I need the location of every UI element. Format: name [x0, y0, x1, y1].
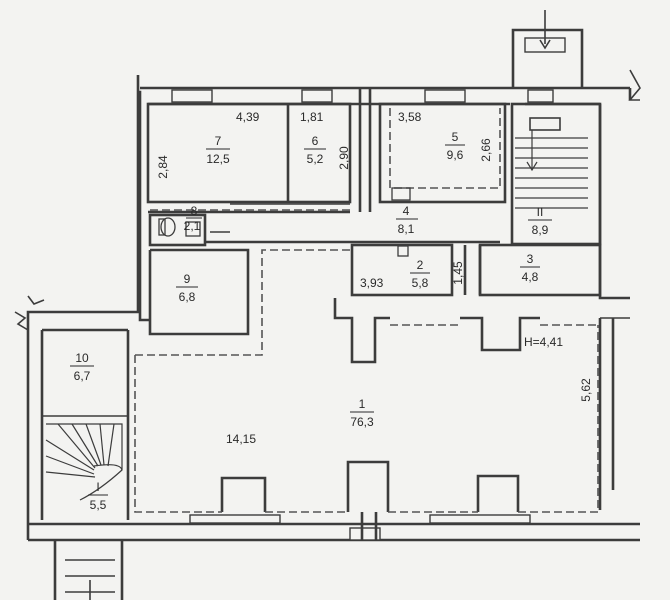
- room-1-label: 176,3: [350, 397, 374, 429]
- room-number: 1: [359, 397, 366, 411]
- room-number: 10: [75, 351, 89, 365]
- dashed-lines: [134, 108, 599, 513]
- room-4-label: 48,1: [396, 204, 418, 236]
- room-8-label: 82,1: [184, 204, 202, 233]
- room-area: 5,2: [307, 152, 324, 166]
- room-number: 3: [527, 252, 534, 266]
- room-area: 5,5: [90, 498, 107, 512]
- dimension-2-90: 2,90: [337, 146, 351, 170]
- room-number: 7: [215, 134, 222, 148]
- dimension-2-66: 2,66: [479, 138, 493, 162]
- room-area: 6,8: [179, 290, 196, 304]
- room-10-label: 106,7: [70, 351, 94, 383]
- windows: [171, 89, 554, 541]
- room-II-label: II 8,9: [528, 205, 552, 237]
- stair-II: [515, 130, 588, 209]
- stair-I: [45, 423, 123, 501]
- room-2-label: 25,8: [410, 258, 430, 290]
- room-number: 2: [417, 258, 424, 272]
- dimension-labels: 4,39 1,81 3,58 2,84 2,90 2,66 3,93 1,45 …: [156, 110, 593, 446]
- room-number: 9: [184, 272, 191, 286]
- internal-walls: [42, 88, 602, 540]
- room-6-label: 65,2: [304, 134, 326, 166]
- dimension-2-84: 2,84: [156, 155, 170, 179]
- room-labels: 712,5 65,2 59,6 82,1 48,1 II8,9 25,8 34,…: [70, 130, 552, 512]
- room-area: 8,9: [532, 223, 549, 237]
- room-5-label: 59,6: [445, 130, 465, 162]
- dimension-3-93: 3,93: [360, 276, 384, 290]
- dimension-14-15: 14,15: [226, 432, 256, 446]
- room-9-label: 96,8: [176, 272, 198, 304]
- room-7-label: 712,5: [206, 134, 230, 166]
- ceiling-height: H=4,41: [524, 335, 563, 349]
- room-area: 9,6: [447, 148, 464, 162]
- dimension-3-58: 3,58: [398, 110, 422, 124]
- dimension-4-39: 4,39: [236, 110, 260, 124]
- room-area: 76,3: [350, 415, 374, 429]
- dimension-1-45: 1,45: [451, 261, 465, 285]
- room-area: 4,8: [522, 270, 539, 284]
- room-number: 4: [403, 204, 410, 218]
- sanitary-fixtures: [158, 187, 411, 257]
- room-I-label: I 5,5: [88, 480, 108, 512]
- room-area: 6,7: [74, 369, 91, 383]
- room-area: 12,5: [206, 152, 230, 166]
- room-number: 5: [452, 130, 459, 144]
- room-number: 8: [191, 204, 198, 218]
- room-number: II: [537, 205, 544, 219]
- room-area: 2,1: [184, 219, 201, 233]
- dimension-1-81: 1,81: [300, 110, 324, 124]
- dimension-5-62: 5,62: [579, 378, 593, 402]
- room-area: 8,1: [398, 222, 415, 236]
- room-number: I: [96, 480, 99, 494]
- room-number: 6: [312, 134, 319, 148]
- room-3-label: 34,8: [520, 252, 540, 284]
- room-area: 5,8: [412, 276, 429, 290]
